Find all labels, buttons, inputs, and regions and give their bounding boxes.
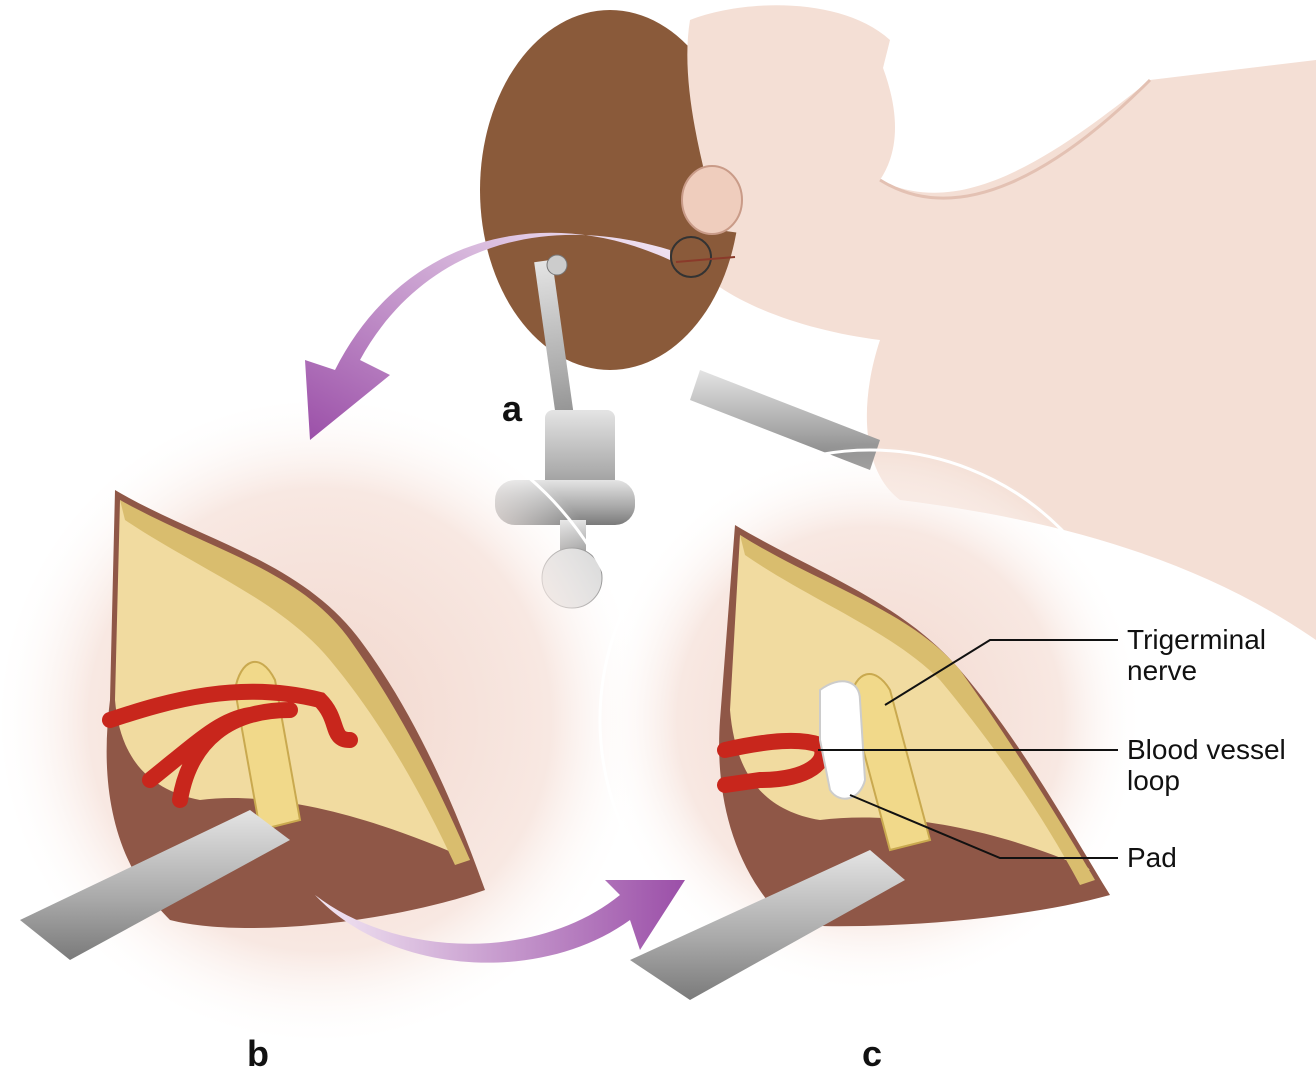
panel-label-c: c (862, 1033, 883, 1074)
callout-text: nerve (1127, 655, 1198, 686)
face (687, 5, 890, 234)
callout-text: Blood vessel (1127, 734, 1286, 765)
leader-line-pad (849, 794, 1118, 859)
panel-label-b: b (247, 1033, 269, 1074)
panel-label-a: a (502, 388, 523, 429)
callout-blood-vessel-loop: Blood vessel loop (1127, 734, 1286, 796)
callout-pad: Pad (1127, 842, 1177, 873)
leader-line-nerve (884, 639, 1118, 706)
incision-marker-circle (670, 236, 712, 278)
panel-c-outline (598, 448, 1142, 992)
ear (681, 165, 743, 235)
panel-c-surgical-field (630, 525, 1110, 1000)
callout-text: Trigerminal (1127, 624, 1266, 655)
incision (675, 256, 736, 263)
callout-lines (818, 639, 1118, 859)
callout-text: Pad (1127, 842, 1177, 873)
arrow-b-to-c (315, 880, 685, 963)
callout-text: loop (1127, 765, 1180, 796)
pad (819, 680, 867, 800)
panel-b-surgical-field (20, 490, 485, 960)
callout-trigeminal-nerve: Trigerminal nerve (1127, 624, 1266, 686)
